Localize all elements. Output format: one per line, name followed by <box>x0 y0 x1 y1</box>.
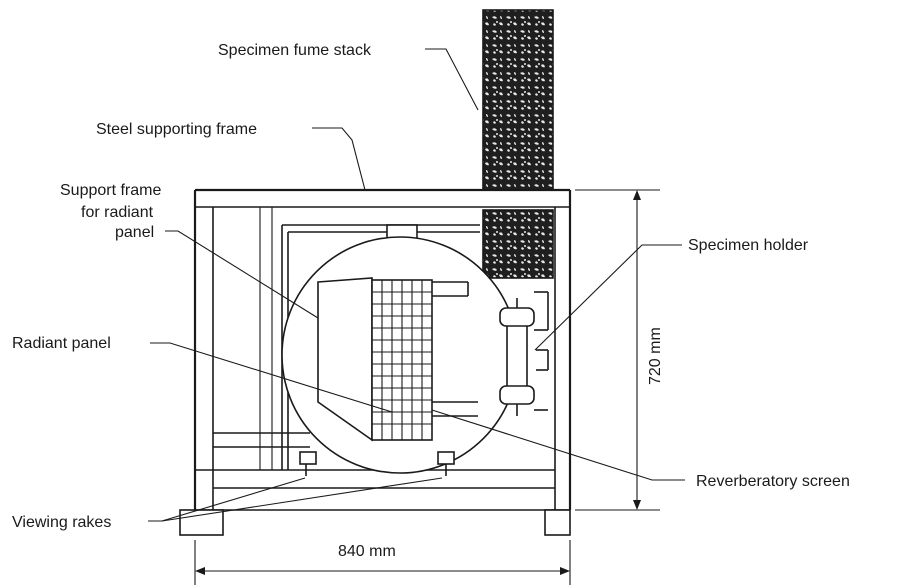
label-support-frame-1: Support frame <box>60 182 161 199</box>
label-viewing-rakes: Viewing rakes <box>12 514 111 531</box>
label-fume-stack: Specimen fume stack <box>218 42 372 59</box>
dimension-height <box>575 189 660 511</box>
steel-supporting-frame <box>179 188 572 536</box>
leader-lines <box>148 48 685 522</box>
label-radiant-panel: Radiant panel <box>12 335 111 352</box>
radiant-panel <box>317 277 478 442</box>
dimension-width-label: 840 mm <box>338 543 396 560</box>
dimension-height-label: 720 mm <box>647 327 664 385</box>
label-reverberatory-screen: Reverberatory screen <box>696 473 850 490</box>
specimen-holder <box>499 291 549 416</box>
viewing-rakes <box>299 451 455 476</box>
label-support-frame-3: panel <box>115 224 154 241</box>
label-steel-frame: Steel supporting frame <box>96 121 257 138</box>
dimension-width <box>194 540 571 585</box>
label-specimen-holder: Specimen holder <box>688 237 809 254</box>
label-support-frame-2: for radiant <box>81 204 154 221</box>
fume-stack <box>482 9 554 279</box>
